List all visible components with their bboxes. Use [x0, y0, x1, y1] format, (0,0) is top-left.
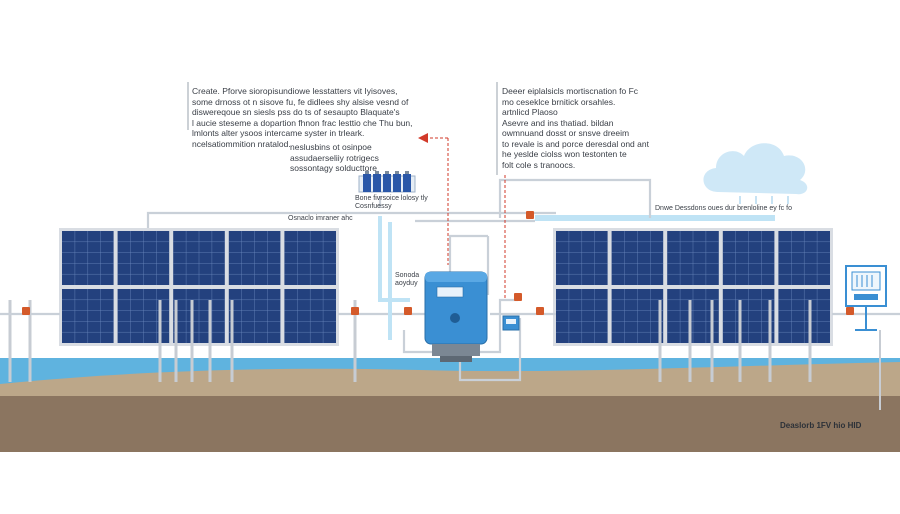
sand-layer	[0, 362, 900, 400]
battery-label: neslusbins ot osinpoe assudaerseliiy rot…	[290, 142, 379, 173]
support-posts	[8, 300, 812, 382]
signal-arrow-icon	[418, 133, 428, 143]
cloud-icon	[703, 143, 808, 195]
valve-icon	[526, 211, 534, 219]
soil-layer	[0, 396, 900, 452]
signal-lines	[425, 137, 506, 300]
annotation-top-left: Create. Pforve sioropisundiowe lesstatte…	[192, 86, 413, 149]
valve-icon	[514, 293, 522, 301]
flow-meter	[502, 315, 520, 331]
controller-label: Sonoda aoyduy	[395, 272, 420, 287]
valve-icon	[404, 307, 412, 315]
valves	[22, 211, 854, 315]
cloud-label: Dnwe Dessdons oues dur brenloline ey fc …	[655, 205, 792, 212]
rain-drops	[739, 196, 789, 204]
battery-caption: Bone fivrsoice lolosy tly Cosnfuessy	[355, 195, 428, 210]
annotation-top-right: Deeer eiplalsicls mortiscnation fo Fc mo…	[502, 86, 649, 170]
valve-icon	[351, 307, 359, 315]
callout-lines	[187, 82, 498, 175]
valve-icon	[846, 307, 854, 315]
corner-label: Deaslorb 1FV hio HID	[780, 421, 862, 430]
conduit-label: Osnaclo imraner ahc	[288, 215, 353, 222]
battery-bank	[358, 171, 416, 193]
solar-panel-array-right	[553, 228, 833, 346]
pump-controller-tank	[424, 271, 488, 362]
valve-icon	[536, 307, 544, 315]
monitoring-station	[845, 265, 887, 410]
valve-icon	[22, 307, 30, 315]
solar-panel-array-left	[59, 228, 339, 346]
